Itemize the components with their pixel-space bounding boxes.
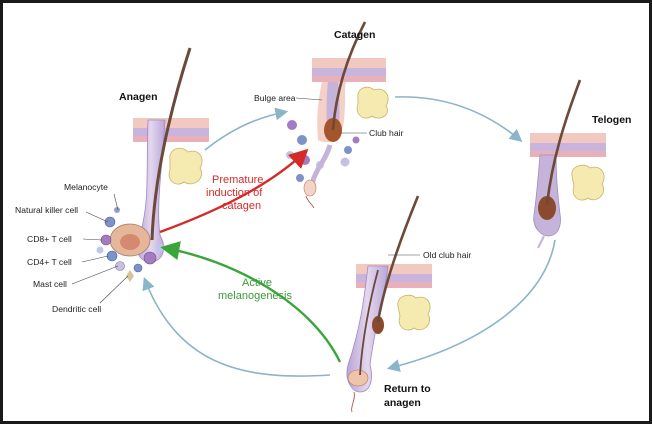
return-follicle <box>346 195 432 413</box>
stage-title-telogen: Telogen <box>592 114 631 126</box>
stage-title-catagen: Catagen <box>334 29 375 41</box>
annotation-active-line2: melanogenesis <box>218 290 292 302</box>
premature-catagen-arrow <box>159 148 309 234</box>
label-old-club-hair: Old club hair <box>423 250 471 260</box>
label-bulge-area: Bulge area <box>254 93 296 103</box>
arrow-telogen-to-return <box>386 239 556 372</box>
catagen-follicle <box>286 21 389 209</box>
leader-lines <box>71 97 420 304</box>
label-cd4: CD4+ T cell <box>27 257 72 267</box>
arrow-catagen-to-telogen <box>394 96 523 143</box>
arrow-return-to-anagen <box>142 277 331 377</box>
label-club-hair: Club hair <box>369 128 404 138</box>
annotation-active-line1: Active <box>242 277 272 289</box>
cycle-arrows <box>142 96 556 377</box>
annotation-premature-line1: Premature <box>212 174 263 186</box>
anagen-follicle <box>96 47 209 282</box>
active-melanogenesis-arrow <box>160 241 342 363</box>
stage-title-anagen: Anagen <box>119 91 158 103</box>
label-natural-killer: Natural killer cell <box>15 205 78 215</box>
label-cd8: CD8+ T cell <box>27 234 72 244</box>
label-mast: Mast cell <box>33 279 67 289</box>
annotation-premature-line3: catagen <box>222 200 261 212</box>
annotation-premature-line2: induction of <box>206 187 263 199</box>
stage-title-return-line1: Return to <box>384 383 431 395</box>
stage-title-return-line2: anagen <box>384 397 421 409</box>
arrow-anagen-to-catagen <box>204 107 289 151</box>
label-melanocyte: Melanocyte <box>64 182 108 192</box>
label-dendritic: Dendritic cell <box>52 304 101 314</box>
telogen-follicle <box>530 79 606 249</box>
